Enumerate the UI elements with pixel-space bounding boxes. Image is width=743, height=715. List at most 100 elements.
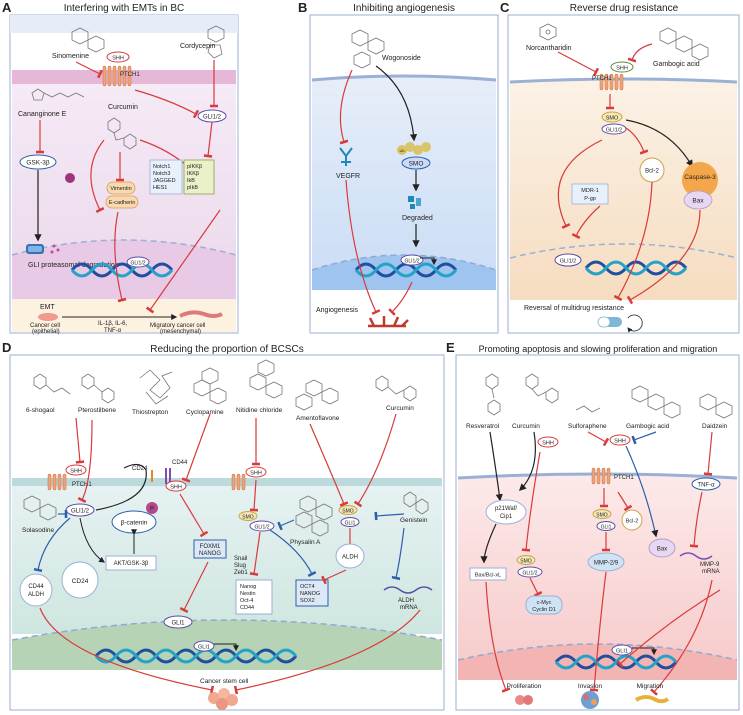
cananginone-structure bbox=[31, 88, 85, 101]
panel-a-letter: A bbox=[2, 0, 12, 15]
smo-e1 bbox=[592, 509, 612, 519]
ecadherin-a bbox=[105, 195, 139, 209]
shh-inhibit-foxm1 bbox=[179, 493, 209, 538]
cd24-label: CD24 bbox=[132, 466, 148, 472]
smo-e2 bbox=[516, 555, 536, 565]
gli12-dna-a bbox=[126, 256, 150, 268]
gli1-e bbox=[596, 521, 616, 531]
invasion-icon bbox=[581, 691, 599, 709]
notch-box-item: Notch1 bbox=[153, 164, 170, 170]
panel-d-letter: D bbox=[2, 340, 11, 355]
baxbcl-label: Bax/Bcl-xL bbox=[475, 573, 501, 579]
panel-d-title: Reducing the proportion of BCSCs bbox=[150, 344, 303, 355]
cd44-group-label: CD44 bbox=[28, 584, 44, 590]
degraded-fragments-icon bbox=[408, 196, 421, 209]
slug-label: Slug bbox=[234, 563, 246, 569]
oct4-group-item: OCT4 bbox=[300, 584, 315, 590]
ptch1-d2 bbox=[231, 473, 246, 491]
mmp9-label: MMP-9 bbox=[700, 562, 720, 568]
gli1-d-label: GLI1 bbox=[171, 621, 185, 627]
tnfa-e bbox=[691, 477, 721, 491]
emt-inhibit-arrow bbox=[114, 211, 127, 303]
cytokine-label: IL-1β, IL-6, bbox=[98, 321, 127, 327]
gambogic-e-label: Gambogic acid bbox=[626, 423, 670, 430]
smo-d1-label: SMO bbox=[242, 515, 254, 521]
gli-inhibit-nanog bbox=[249, 531, 261, 576]
gli1-dna-e-label: GLI1 bbox=[616, 649, 628, 655]
gli-inhibit-cd44 bbox=[33, 517, 71, 573]
nanog-group-item: Nestin bbox=[240, 591, 256, 597]
dna-helix-a bbox=[70, 262, 174, 278]
cytokine-inhibit-arrow bbox=[145, 209, 221, 314]
proliferation-icon bbox=[515, 695, 533, 705]
smo-d2-label: SMO bbox=[342, 509, 354, 515]
gambogic-inhibit-shh bbox=[627, 43, 653, 63]
gli12-d2 bbox=[249, 520, 275, 532]
panel-a-nucleus bbox=[12, 240, 236, 299]
wogonoside-to-smo bbox=[375, 65, 418, 142]
panel-e: E Promoting apoptosis and slowing prolif… bbox=[446, 340, 740, 711]
smo-b bbox=[401, 156, 431, 170]
oct4-group-box bbox=[295, 579, 329, 607]
dna-helix-d bbox=[94, 648, 298, 664]
inhibit-bcl2-e bbox=[617, 491, 633, 512]
ptch1-c-label: PTCH1 bbox=[592, 76, 612, 82]
cip1-e-label: Cip1 bbox=[500, 514, 513, 520]
foxm1-box bbox=[193, 539, 227, 559]
reversal-label: Reversal of multidrug resistance bbox=[524, 305, 624, 312]
ptch1-e-label: PTCH1 bbox=[614, 475, 634, 481]
shh-c bbox=[610, 61, 634, 73]
ikk-box-item: pIKKβ bbox=[187, 164, 202, 170]
nitidine-label: Nitidine chloride bbox=[236, 407, 283, 414]
shh-d1 bbox=[65, 464, 87, 476]
wogonoside-inhibit-vegfr bbox=[339, 69, 353, 145]
proliferation-label: Proliferation bbox=[507, 683, 542, 690]
aldh-inhibit-csc bbox=[233, 609, 421, 695]
emt-label: EMT bbox=[40, 304, 56, 311]
curcumin-a-label: Curcumin bbox=[108, 104, 138, 111]
invasion-label: Invasion bbox=[578, 683, 603, 690]
aldh-mrna-label: ALDH bbox=[398, 598, 414, 604]
inhibit-proliferation bbox=[485, 581, 511, 693]
smo-c-label: SMO bbox=[606, 116, 619, 122]
ikk-box-item: IKKβ bbox=[187, 171, 199, 177]
migratory-sub: (mesenchymal) bbox=[160, 329, 201, 335]
resveratrol-label: Resveratrol bbox=[466, 423, 500, 430]
cd24-cell bbox=[61, 561, 99, 599]
daidzein-label: Daidzein bbox=[702, 423, 728, 430]
migratory-label: Migratory cancer cell bbox=[150, 323, 205, 329]
capsule-icon bbox=[597, 314, 643, 333]
panel-a-nuclear-envelope bbox=[11, 239, 237, 256]
compound-structures-e bbox=[485, 373, 733, 419]
physalin-inhibit-gli bbox=[277, 519, 295, 531]
blood-vessel-icon bbox=[368, 316, 409, 328]
bax-c bbox=[683, 190, 713, 210]
smo-b-label: SMO bbox=[409, 161, 424, 168]
panel-c-membrane bbox=[509, 77, 738, 84]
wogonoside-label: Wogonoside bbox=[382, 55, 421, 62]
cancer-cell-sub: (epithelial) bbox=[32, 329, 60, 335]
cananginone-label: Cananginone E bbox=[18, 111, 67, 118]
degraded-label: Degraded bbox=[402, 215, 433, 222]
shogaol-label: 6-shogaol bbox=[26, 407, 55, 414]
sinomenine-label: Sinomenine bbox=[52, 53, 89, 60]
gli12-e-label: GLI1/2 bbox=[522, 571, 537, 577]
smo-e2-label: SMO bbox=[520, 559, 532, 565]
compound-structures-d bbox=[23, 359, 429, 521]
ptch1-d-label: PTCH1 bbox=[72, 482, 92, 488]
gambogic-to-bax bbox=[625, 445, 659, 538]
solasodine-inhibit-csc bbox=[39, 607, 215, 695]
pterostilbene-inhibit-gli bbox=[77, 419, 93, 504]
curcumin-inhibit-smo-e bbox=[521, 451, 541, 552]
dna-helix-e bbox=[554, 654, 678, 670]
panel-d: D Reducing the proportion of BCSCs 6-sho… bbox=[2, 340, 445, 711]
ikk-box-item: IkB bbox=[187, 178, 195, 184]
aldh-mrna-icon bbox=[383, 586, 433, 594]
nanog-foxm1-label: NANOG bbox=[199, 551, 221, 557]
amentoflavone-inhibit-smo bbox=[309, 423, 349, 507]
ptch1-c bbox=[599, 73, 624, 91]
solasodine-label: Solasodine bbox=[22, 527, 55, 534]
ecadherin-a-label: E-cadherin bbox=[109, 200, 136, 206]
bax-c-label: Bax bbox=[692, 198, 704, 205]
cyclind1-label: Cyclin D1 bbox=[532, 607, 556, 613]
